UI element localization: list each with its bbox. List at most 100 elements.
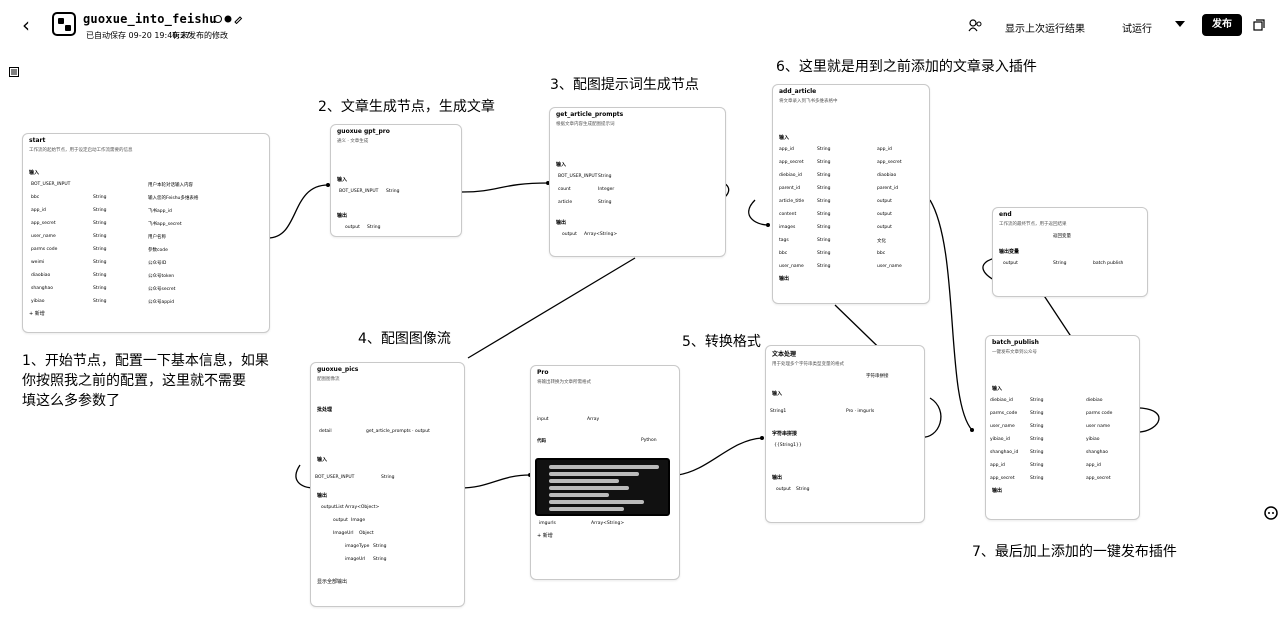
end-node[interactable]: end 工作流的最终节点，用于返回结果 返回变量 输出变量 output Str… [992, 207, 1148, 297]
copy-icon[interactable] [1253, 19, 1265, 31]
start-param-row-desc: 用户名称 [148, 235, 166, 240]
code-node-desc: 将输出转换为文章所需格式 [537, 380, 591, 385]
image-output-section: 输出 [317, 493, 328, 499]
show-last-result-button[interactable]: 显示上次运行结果 [1005, 24, 1085, 35]
batch-param-row-type: String [1030, 450, 1044, 455]
image-show-all-link[interactable]: 显示全部输出 [317, 579, 348, 585]
start-param-row-name: app_id [31, 208, 46, 213]
code-input-name: input [537, 417, 549, 422]
addarticle-param-row-name: user_name [779, 264, 804, 269]
addarticle-output-section: 输出 [779, 276, 790, 282]
start-param-row-name: app_secret [31, 221, 56, 226]
gpt-output-type: String [367, 225, 381, 230]
end-output-type: String [1053, 261, 1067, 266]
sidebar-toggle-icon[interactable] [9, 67, 19, 77]
start-param-row-desc: 公众号secret [148, 287, 176, 292]
code-add-button[interactable]: + 新增 [537, 533, 553, 539]
share-icon[interactable] [968, 18, 982, 32]
addarticle-param-row-name: diebiao_id [779, 173, 802, 178]
edit-icon [234, 16, 243, 24]
batch-output-section: 输出 [992, 488, 1003, 494]
image-flow-node[interactable]: guoxue_pics 配图图像流 批处理 detail get_article… [310, 362, 465, 607]
addarticle-node-desc: 将文章录入到飞书多维表格中 [779, 99, 838, 104]
code-section: 代码 [537, 439, 546, 444]
addarticle-param-row-type: String [817, 173, 831, 178]
start-param-row-desc: 参数code [148, 248, 168, 253]
addarticle-param-row-ref: output [877, 212, 892, 217]
wire-image-code [459, 474, 531, 489]
annotation-5: 5、转换格式 [682, 334, 761, 350]
feedback-icon[interactable] [1264, 506, 1278, 520]
addarticle-param-row-ref: output [877, 225, 892, 230]
end-output-name: output [1003, 261, 1018, 266]
start-param-row-type: String [93, 260, 107, 265]
workflow-title: guoxue_into_feishu [83, 12, 217, 26]
image-input-type: String [381, 475, 395, 480]
text-concat-value[interactable]: {{String1}} [774, 443, 802, 448]
publish-button[interactable]: 发布 [1202, 14, 1242, 36]
dropdown-caret-icon[interactable] [1175, 21, 1185, 28]
batch-param-row-ref: diebiao [1086, 398, 1103, 403]
batch-param-row-type: String [1030, 411, 1044, 416]
back-arrow-icon[interactable]: ‹ [22, 13, 30, 37]
start-param-row-type: String [93, 221, 107, 226]
test-run-button[interactable]: 试运行 [1122, 24, 1152, 35]
batch-param-row-name: app_secret [990, 476, 1015, 481]
image-node-desc: 配图图像流 [317, 377, 340, 382]
text-mode-select[interactable]: 字符串拼接 [866, 374, 889, 379]
start-param-row-name: bbc [31, 195, 40, 200]
code-language: Python [641, 438, 657, 443]
text-output-section: 输出 [772, 475, 783, 481]
start-node[interactable]: start 工作流的起始节点，用于设定启动工作流需要的信息 输入 BOT_USE… [22, 133, 270, 333]
code-editor[interactable] [535, 458, 670, 516]
addarticle-input-section: 输入 [779, 135, 790, 141]
batch-param-row-ref: user name [1086, 424, 1111, 429]
batch-node-title: batch_publish [992, 339, 1039, 346]
end-node-title: end [999, 211, 1012, 218]
batch-param-row-type: String [1030, 424, 1044, 429]
batch-param-row-name: shanghao_id [990, 450, 1019, 455]
text-process-node[interactable]: 文本处理 用于处理多个字符串类型变量的格式 字符串拼接 输入 String1 P… [765, 345, 925, 523]
annotation-6: 6、这里就是用到之前添加的文章录入插件 [776, 59, 1037, 75]
gpt-node[interactable]: guoxue gpt_pro 通义 · 文章生成 输入 BOT_USER_INP… [330, 124, 462, 237]
end-mode-select[interactable]: 返回变量 [1053, 234, 1071, 239]
verified-icon [224, 15, 232, 23]
code-output-type: Array<String> [591, 521, 625, 526]
start-add-button[interactable]: + 新增 [29, 311, 45, 317]
prompts-node[interactable]: get_article_prompts 根据文章内容生成配图提示词 输入 BOT… [549, 107, 726, 257]
